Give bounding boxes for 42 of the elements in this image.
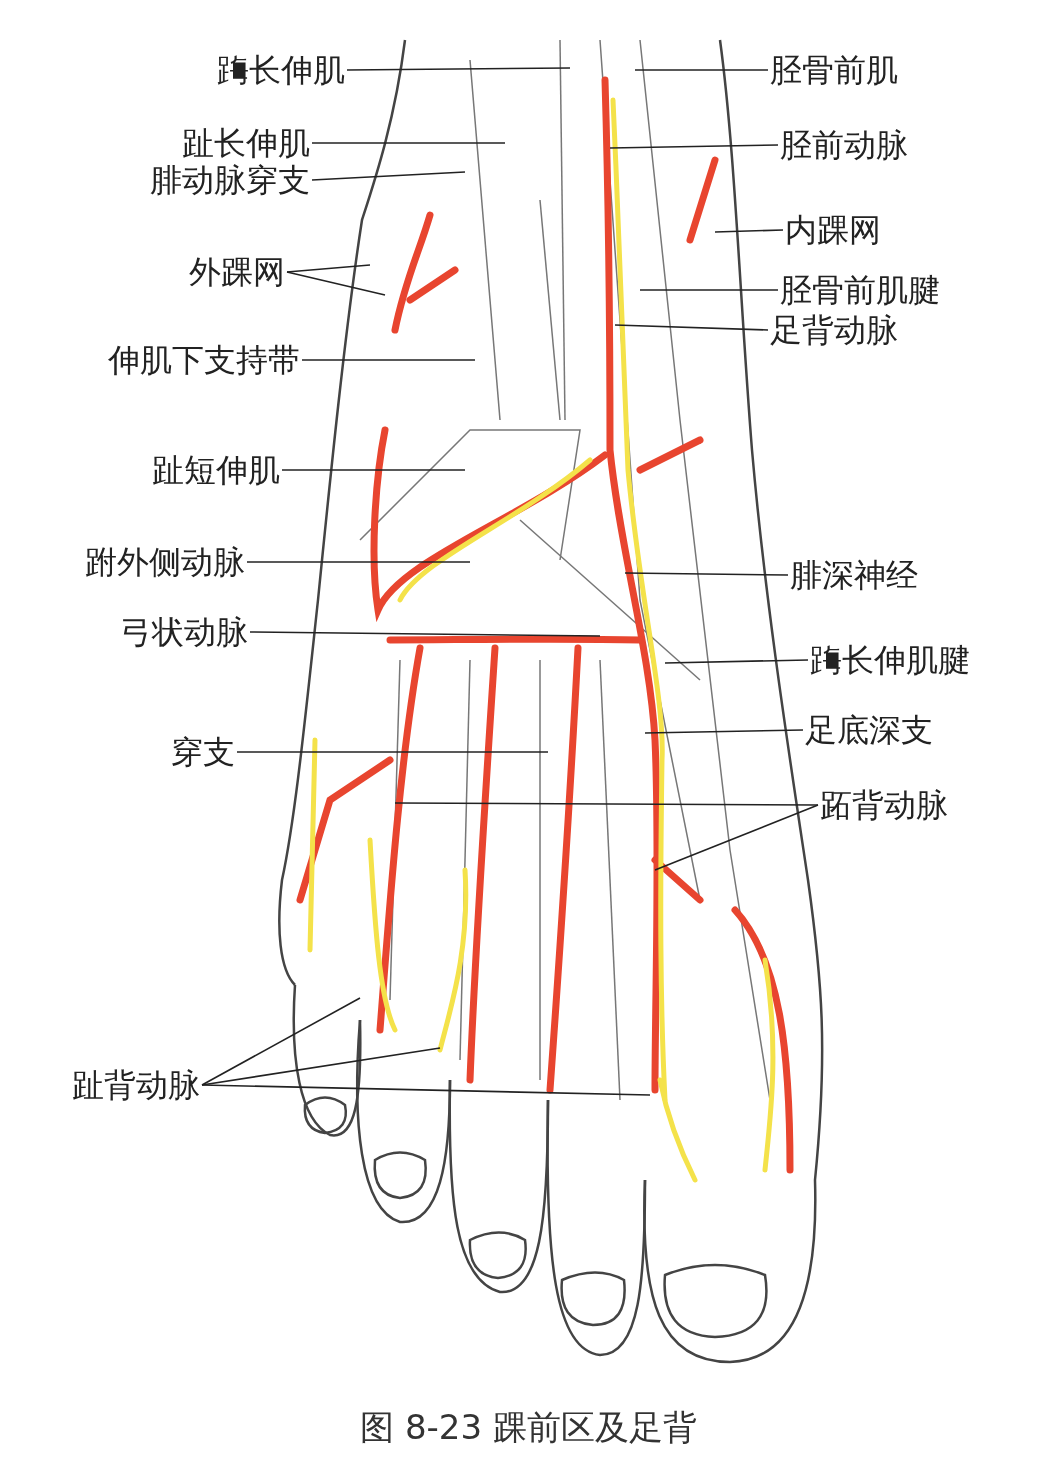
leader-line: [286, 264, 371, 273]
leader-line: [634, 69, 769, 71]
part-label: 踇长伸肌: [217, 50, 345, 90]
part-label: 趾短伸肌: [152, 450, 280, 490]
leader-line: [311, 142, 506, 144]
figure-caption: 图 8-23 踝前区及足背: [359, 1406, 698, 1449]
part-label: 趾背动脉: [72, 1065, 200, 1105]
leader-line: [664, 659, 809, 664]
leader-line: [201, 997, 361, 1086]
part-label: 胫骨前肌: [770, 50, 898, 90]
part-label: 伸肌下支持带: [108, 340, 300, 380]
part-label: 跖背动脉: [820, 785, 948, 825]
part-label: 足背动脉: [770, 310, 898, 350]
part-label: 腓深神经: [790, 555, 918, 595]
leader-line: [281, 469, 466, 471]
leader-line: [394, 802, 819, 806]
part-label: 趾长伸肌: [182, 123, 310, 163]
leader-line: [654, 804, 819, 871]
part-label: 外踝网: [189, 252, 285, 292]
leader-line: [346, 67, 571, 71]
leader-line: [714, 229, 784, 233]
leader-line: [644, 729, 804, 734]
leader-line: [249, 631, 601, 637]
leader-line: [614, 324, 769, 331]
part-label: 踇长伸肌腱: [810, 640, 970, 680]
leader-line: [609, 144, 779, 149]
leader-line: [301, 359, 476, 361]
part-label: 穿支: [171, 732, 235, 772]
part-label: 弓状动脉: [120, 612, 248, 652]
part-label: 腓动脉穿支: [150, 160, 310, 200]
leader-line: [201, 1084, 651, 1096]
leader-line: [246, 561, 471, 563]
leader-line: [624, 572, 789, 576]
part-label: 胫前动脉: [780, 125, 908, 165]
leader-line: [236, 751, 549, 753]
part-label: 内踝网: [785, 210, 881, 250]
part-label: 足底深支: [805, 710, 933, 750]
leader-line: [311, 171, 466, 181]
part-label: 胫骨前肌腱: [780, 270, 940, 310]
part-label: 跗外侧动脉: [85, 542, 245, 582]
leader-line: [286, 271, 386, 296]
leader-line: [639, 289, 779, 291]
